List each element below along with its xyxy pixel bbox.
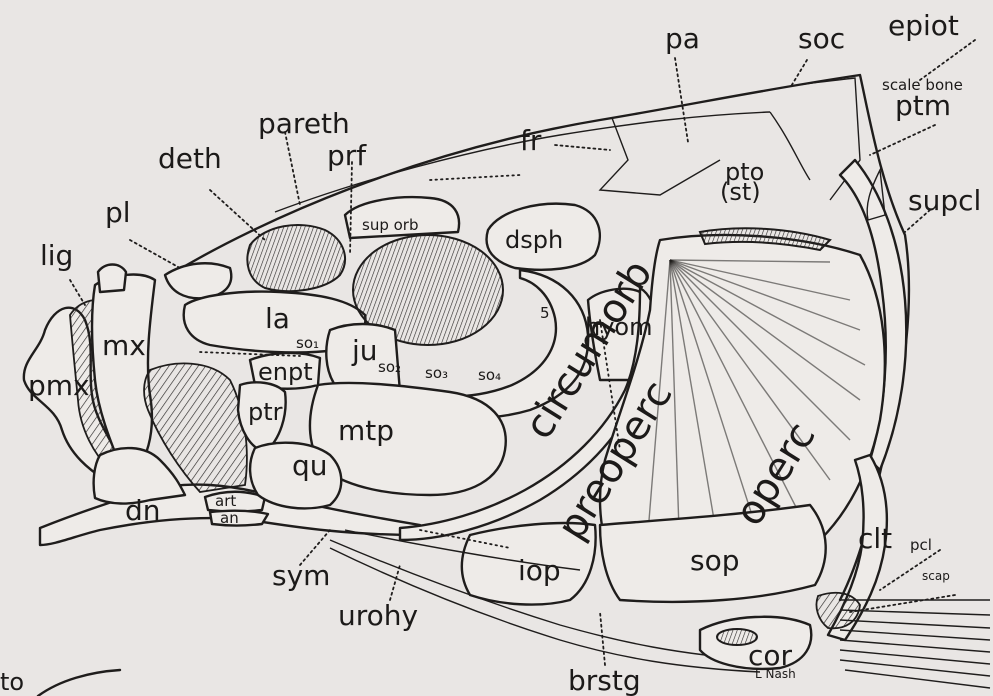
label-deth: deth [158, 142, 222, 175]
label-mtp: mtp [338, 414, 394, 447]
label-art: art [215, 492, 236, 510]
label-ptr: ptr [248, 398, 283, 426]
label-an: an [220, 509, 239, 527]
angular-bone [210, 511, 268, 526]
label-brstg: brstg [568, 664, 641, 696]
label-fragment: to [0, 668, 24, 696]
label-lig: lig [40, 239, 73, 272]
label-5: 5 [540, 304, 550, 322]
page-edge-mark [38, 670, 120, 696]
label-so2: so₂ [378, 358, 401, 376]
label-pmx: pmx [28, 369, 90, 402]
label-iop: iop [518, 554, 561, 587]
label-pareth: pareth [258, 107, 350, 140]
label-ptm: ptm [895, 89, 951, 122]
label-pcl: pcl [910, 536, 932, 554]
label-sop: sop [690, 544, 740, 577]
label-urohy: urohy [338, 599, 418, 632]
label-sym: sym [272, 559, 330, 592]
label-hyom: hyom [585, 313, 652, 341]
label-so3: so₃ [425, 364, 448, 382]
label-enpt: enpt [258, 358, 313, 386]
label-soc: soc [798, 22, 845, 55]
label-supcl: supcl [908, 184, 981, 217]
label-qu: qu [292, 449, 328, 482]
artist-signature: L Nash [755, 667, 796, 681]
label-so4: so₄ [478, 366, 501, 384]
label-dsph: dsph [505, 226, 563, 254]
label-epiot: epiot [888, 9, 959, 42]
label-ju: ju [351, 334, 378, 367]
label-scap: scap [922, 569, 950, 583]
label-so1: so₁ [296, 334, 319, 352]
label-clt: clt [858, 522, 892, 555]
label-st: (st) [720, 178, 761, 206]
dermethmoid-hatched [247, 225, 345, 291]
label-pa: pa [665, 22, 700, 55]
label-dn: dn [125, 494, 161, 527]
label-pl: pl [105, 196, 131, 229]
label-sup-orb: sup orb [362, 216, 418, 234]
label-prf: prf [327, 139, 367, 172]
label-mx: mx [102, 329, 146, 362]
label-fr: fr [520, 124, 542, 157]
label-la: la [265, 302, 290, 335]
